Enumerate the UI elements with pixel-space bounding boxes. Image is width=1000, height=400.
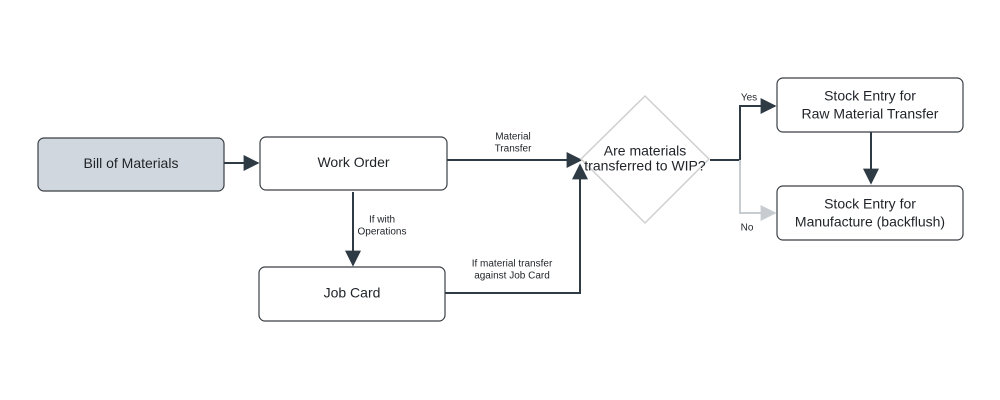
edge-label-job-card-transfer-line1: If material transfer [472, 259, 553, 270]
edge-label-no: No [741, 223, 754, 234]
decision-label-line2: transferred to WIP? [584, 158, 706, 174]
edge-label-material-transfer-line1: Material [495, 132, 531, 143]
edge-label-yes: Yes [741, 93, 757, 104]
node-decision: Are materials transferred to WIP? [579, 94, 711, 225]
bill-of-materials-label: Bill of Materials [84, 155, 179, 171]
manufacture-label-line1: Stock Entry for [824, 196, 916, 212]
manufacture-label-line2: Manufacture (backflush) [795, 214, 945, 230]
node-bill-of-materials: Bill of Materials [37, 137, 225, 192]
node-work-order: Work Order [259, 136, 448, 191]
raw-transfer-label-line1: Stock Entry for [824, 88, 916, 104]
work-order-label: Work Order [317, 154, 389, 170]
edge-label-with-operations-line2: Operations [358, 227, 407, 238]
raw-transfer-label-line2: Raw Material Transfer [802, 106, 939, 122]
node-manufacture-backflush: Stock Entry for Manufacture (backflush) [776, 185, 964, 241]
edge-label-with-operations-line1: If with [369, 215, 395, 226]
decision-label-line1: Are materials [604, 143, 686, 159]
node-job-card: Job Card [258, 266, 446, 322]
edge-job-card-to-decision [445, 163, 588, 294]
edge-decision-no-to-manufacture [739, 160, 777, 221]
edge-label-job-card-transfer-line2: against Job Card [474, 271, 550, 282]
node-raw-material-transfer: Stock Entry for Raw Material Transfer [776, 77, 964, 133]
job-card-label: Job Card [324, 285, 381, 301]
edge-decision-yes-to-raw-transfer [710, 98, 777, 161]
edge-label-material-transfer-line2: Transfer [495, 144, 533, 155]
